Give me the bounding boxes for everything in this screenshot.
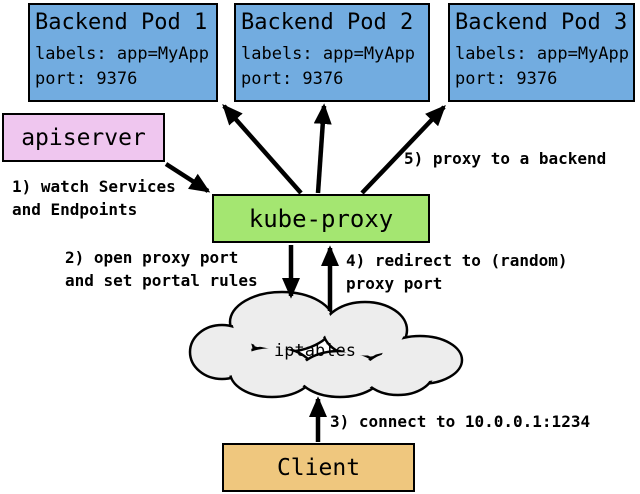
backend-pod-2-box: Backend Pod 2 labels: app=MyApp port: 93… bbox=[234, 3, 430, 102]
client-label: Client bbox=[276, 454, 361, 481]
backend-pod-2-port: port: 9376 bbox=[241, 69, 344, 89]
kube-proxy-box: kube-proxy bbox=[212, 194, 430, 243]
arrow-kubeproxy-to-pod1 bbox=[222, 103, 303, 195]
annotation-1-line1: 1) watch Services bbox=[12, 177, 176, 196]
backend-pod-1-box: Backend Pod 1 labels: app=MyApp port: 93… bbox=[28, 3, 218, 102]
backend-pod-3-title: Backend Pod 3 bbox=[455, 10, 628, 35]
annotation-3-line1: 3) connect to 10.0.0.1:1234 bbox=[330, 412, 591, 431]
backend-pod-3-labels: labels: app=MyApp bbox=[455, 44, 629, 64]
annotation-5-line1: 5) proxy to a backend bbox=[404, 149, 607, 168]
annotation-2-line1: 2) open proxy port bbox=[65, 248, 239, 267]
client-box: Client bbox=[222, 443, 415, 492]
annotation-4-line1: 4) redirect to (random) bbox=[346, 251, 568, 270]
backend-pod-1-labels: labels: app=MyApp bbox=[35, 44, 209, 64]
arrow-kubeproxy-to-pod2 bbox=[313, 103, 332, 194]
backend-pod-2-title: Backend Pod 2 bbox=[241, 10, 414, 35]
backend-pod-1-port: port: 9376 bbox=[35, 69, 138, 89]
iptables-cloud-fill bbox=[192, 294, 460, 395]
annotation-1-watch-services: 1) watch Services and Endpoints bbox=[12, 175, 176, 221]
arrow-kubeproxy-to-pod3 bbox=[360, 105, 446, 195]
annotation-5-proxy-to-backend: 5) proxy to a backend bbox=[404, 147, 606, 170]
annotation-4-line2: proxy port bbox=[346, 274, 443, 293]
backend-pod-2-labels: labels: app=MyApp bbox=[241, 44, 415, 64]
annotation-1-line2: and Endpoints bbox=[12, 200, 138, 219]
backend-pod-3-port: port: 9376 bbox=[455, 69, 558, 89]
kube-proxy-label: kube-proxy bbox=[248, 204, 394, 233]
annotation-4-redirect: 4) redirect to (random) proxy port bbox=[346, 249, 568, 295]
arrow-apiserver-to-kubeproxy bbox=[164, 162, 211, 193]
annotation-2-open-proxy-port: 2) open proxy port and set portal rules bbox=[65, 246, 258, 292]
apiserver-label: apiserver bbox=[21, 124, 146, 151]
annotation-2-line2: and set portal rules bbox=[65, 271, 258, 290]
backend-pod-3-box: Backend Pod 3 labels: app=MyApp port: 93… bbox=[448, 3, 635, 102]
iptables-label: iptables bbox=[274, 341, 356, 361]
annotation-3-connect: 3) connect to 10.0.0.1:1234 bbox=[330, 410, 590, 433]
backend-pod-1-title: Backend Pod 1 bbox=[35, 10, 208, 35]
apiserver-box: apiserver bbox=[2, 113, 165, 162]
